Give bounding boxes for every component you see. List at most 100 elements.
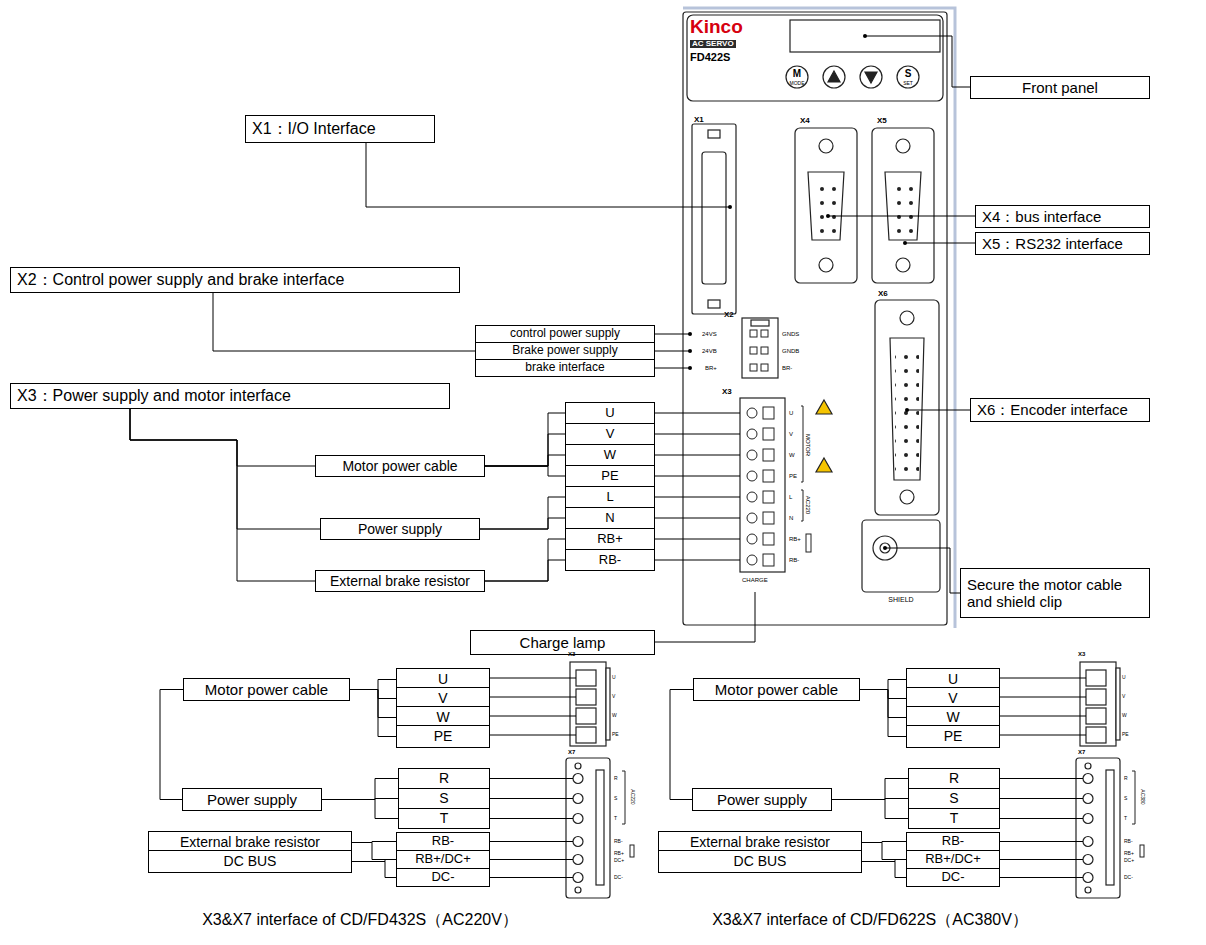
dsub-connector (819, 139, 833, 153)
panel-label: RB+ (614, 851, 624, 856)
leader-line (655, 413, 740, 560)
callout-box: U (565, 402, 655, 424)
panel-label: S (614, 796, 617, 801)
terminal-figure (575, 887, 581, 893)
panel-label: W (789, 452, 795, 458)
callout-text: PE (944, 728, 963, 744)
power-terminal (740, 398, 811, 572)
panel-label: V (612, 694, 615, 699)
terminal-figure (596, 770, 604, 885)
bracket-line (862, 862, 906, 878)
callout-text: DC BUS (734, 853, 787, 869)
callout-box: Power supply (692, 788, 832, 811)
panel-label: CHARGE (742, 577, 768, 583)
terminal-figure (576, 670, 596, 686)
callout-box: V (565, 423, 655, 445)
callout-box: X3：Power supply and motor interface (10, 383, 450, 409)
callout-text: S (949, 790, 958, 806)
drive-body (683, 12, 947, 625)
leader-line (366, 36, 975, 642)
leader-line (865, 36, 970, 87)
panel-label: V (789, 431, 793, 437)
terminal-figure (576, 689, 596, 705)
leader-dot (688, 366, 692, 370)
callout-text: External brake resistor (330, 573, 470, 589)
control-terminal (742, 318, 778, 378)
callout-box: X1：I/O Interface (245, 115, 435, 143)
callout-text: X3：Power supply and motor interface (17, 387, 291, 405)
callout-box: RB+/DC+ (396, 850, 490, 869)
warning-triangle (816, 458, 832, 472)
callout-box: External brake resistor (315, 570, 485, 592)
callout-box: Motor power cable (315, 455, 485, 477)
callout-text: X2：Control power supply and brake interf… (17, 271, 344, 289)
leader-dot (883, 546, 887, 550)
panel-label: BR- (782, 365, 792, 371)
panel-label: GNDS (782, 331, 799, 337)
bracket-line (480, 518, 565, 529)
panel-label: AC220 (805, 496, 811, 514)
callout-box: brake interface (475, 359, 655, 377)
resistor-symbol (806, 534, 811, 552)
dsub-connector (795, 128, 857, 283)
connector-layer (130, 293, 908, 878)
callout-box: DC BUS (658, 850, 862, 873)
bracket-line (130, 409, 315, 466)
callout-box: DC BUS (148, 850, 352, 873)
panel-label: DC+ (1124, 858, 1134, 863)
callout-box: S (908, 788, 1000, 809)
panel-label: SHIELD (888, 596, 913, 603)
power-terminal (746, 402, 758, 570)
callout-box: S (398, 788, 490, 809)
encoder-connector (875, 300, 939, 515)
callout-box: RB- (906, 832, 1000, 851)
leader-dot (826, 214, 830, 218)
callout-text: N (605, 511, 614, 526)
panel-label: DC+ (614, 858, 624, 863)
bracket-line (832, 779, 908, 800)
panel-label: MOTOR (805, 434, 811, 456)
panel-button (823, 66, 845, 88)
encoder-connector (895, 345, 919, 473)
resistor-symbol (630, 845, 634, 857)
bracket-line (350, 680, 396, 690)
leader-line (905, 243, 975, 244)
bracket-line (130, 409, 315, 581)
terminal-figure (576, 727, 596, 743)
callout-text: Motor power cable (715, 681, 838, 698)
figure-caption: X3&X7 interface of CD/FD432S（AC220V） (202, 912, 518, 928)
panel-button (897, 66, 919, 88)
leader-line (655, 592, 755, 642)
callout-text: R (949, 770, 959, 786)
callout-text: DC- (941, 870, 964, 885)
callout-box: Power supply (182, 788, 322, 811)
callout-box: W (565, 444, 655, 466)
callout-text: RB+/DC+ (415, 852, 471, 867)
terminal-figure (622, 771, 625, 824)
leader-dot (863, 34, 867, 38)
callout-box: RB+ (565, 528, 655, 550)
callout-text: W (604, 448, 616, 463)
callout-box: control power supply (475, 325, 655, 343)
encoder-connector (900, 311, 914, 325)
callout-text: brake interface (525, 361, 604, 375)
leader-line (490, 678, 576, 878)
callout-text: RB- (599, 553, 621, 568)
callout-box: N (565, 507, 655, 529)
callout-box: X2：Control power supply and brake interf… (10, 267, 460, 293)
panel-label: AC380 (1140, 789, 1145, 804)
callout-text: Motor power cable (342, 458, 457, 474)
leader-dot (688, 332, 692, 336)
control-terminal (749, 329, 771, 374)
callout-box: Motor power cable (693, 678, 860, 701)
terminal-figure (570, 662, 606, 746)
callout-text: RB+/DC+ (925, 852, 981, 867)
callout-box: PE (906, 725, 1000, 748)
callout-text: W (946, 709, 959, 725)
panel-label: Kinco (690, 17, 743, 36)
callout-text: Brake power supply (512, 344, 617, 358)
panel-label: AC220 (630, 789, 635, 804)
terminal-figure (566, 662, 634, 898)
bracket-line (350, 690, 396, 737)
panel-label: X5 (877, 117, 887, 125)
